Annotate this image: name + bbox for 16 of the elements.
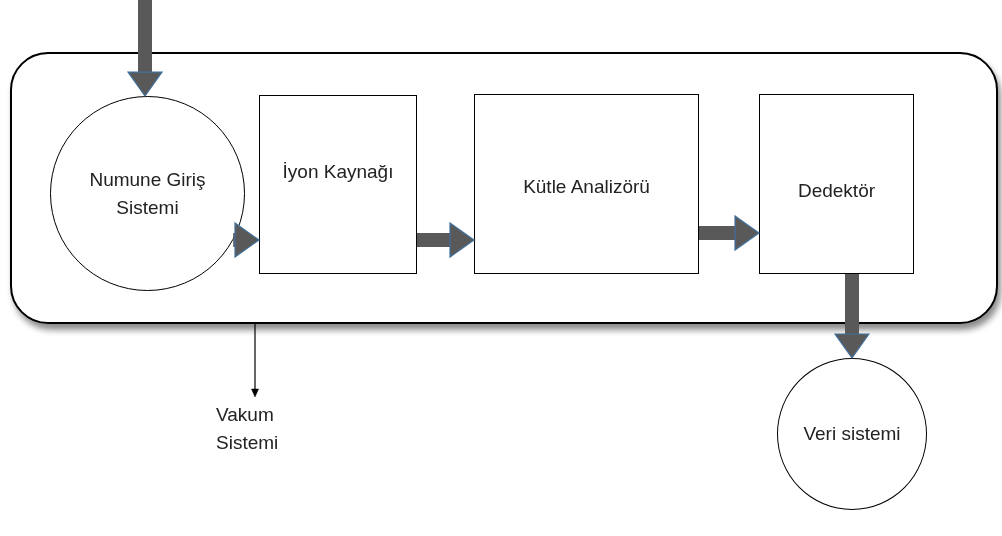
arrow [127, 0, 163, 97]
node-label: Numune Giriş Sistemi [88, 167, 207, 220]
node-label: Vakum Sistemi [216, 403, 280, 455]
process-box [259, 95, 417, 274]
arrow [251, 323, 259, 398]
rounded-panel [10, 52, 998, 324]
node-label: Veri sistemi [802, 422, 902, 447]
process-box [474, 94, 699, 274]
node-label: Dedektör [796, 179, 877, 203]
arrow [417, 222, 475, 258]
arrow [233, 222, 260, 258]
node-label: İyon Kaynağı [281, 160, 395, 184]
arrow [834, 274, 870, 359]
arrow [699, 215, 760, 251]
node-label: Kütle Analizörü [522, 175, 651, 199]
process-box [759, 94, 914, 274]
